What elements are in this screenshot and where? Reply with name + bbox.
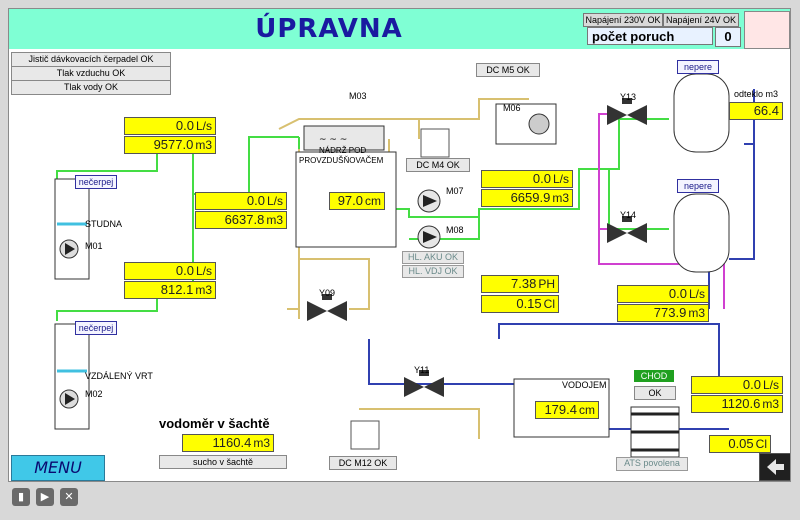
vrt-label: VZDÁLENÝ VRT [85,371,153,381]
status-tlak-vzduchu: Tlak vzduchu OK [11,66,171,81]
back-button[interactable] [759,453,790,481]
y11-label: Y11 [414,365,430,375]
alarm-indicator [744,11,790,49]
valve-y09[interactable] [307,294,347,321]
ats-pumps [630,406,680,458]
dc-m4-status: DC M4 OK [406,158,470,172]
scada-screen: ~ ~ ~ [8,8,791,482]
vodojem-label: VODOJEM [562,380,607,390]
dc-m12-status: DC M12 OK [329,456,397,470]
y14-label: Y14 [620,210,637,220]
m07-label: M07 [446,186,464,196]
well-studna [54,178,90,280]
hl-aku-status: HL. AKU OK [402,251,464,264]
play-icon[interactable]: ▶ [36,488,54,506]
chod-indicator: CHOD [634,370,674,382]
pump-m08[interactable] [417,225,441,249]
filter-1-status[interactable]: nepere [677,60,719,74]
dc-m5-status: DC M5 OK [476,63,540,77]
m03-label: M03 [349,91,367,101]
filter-tank-2 [673,193,730,273]
odteklo-label: odteklo m3 [734,89,779,99]
dosing-m4 [420,128,450,158]
process-diagram: ~ ~ ~ [54,73,755,458]
back-arrow-icon [767,459,784,475]
filter-tank-1 [673,73,730,153]
tank-1-label-line2: PROVZDUŠŇOVAČEM [299,156,384,165]
valve-y11[interactable] [404,370,444,397]
studna-stop-button[interactable]: nečerpej [75,175,117,189]
chod-ok-status: OK [634,386,676,400]
pin-icon[interactable]: ▮ [12,488,30,506]
ats-status: ATS povolena [616,457,688,471]
filter-2-status[interactable]: nepere [677,179,719,193]
pump-m01-label: M01 [85,241,103,251]
valve-y13[interactable] [607,98,647,125]
hl-vdj-status: HL. VDJ OK [402,265,464,278]
m08-label: M08 [446,225,464,235]
y09-label: Y09 [319,288,336,298]
status-jistic: Jistič dávkovacích čerpadel OK [11,52,171,67]
power-230-status: Napájení 230V OK [583,13,663,27]
vodomer-title: vodoměr v šachtě [159,416,270,431]
status-tlak-vody: Tlak vody OK [11,80,171,95]
tank-1-label-line1: NÁDRŽ POD [319,146,367,155]
pump-m07[interactable] [417,189,441,213]
m06-label: M06 [503,103,521,113]
odteklo-value: 66.4 [729,102,783,120]
fault-count-label: počet poruch [587,27,713,45]
fault-count-value: 0 [715,27,741,47]
close-icon[interactable]: ✕ [60,488,78,506]
menu-button[interactable]: MENU [11,455,105,481]
pump-m06[interactable] [495,103,557,145]
y13-label: Y13 [620,92,637,102]
pump-m02-label: M02 [85,389,103,399]
power-24-status: Napájení 24V OK [663,13,739,27]
vodomer-status: sucho v šachtě [159,455,287,469]
dosing-m12 [350,420,380,450]
valve-y14[interactable] [607,216,647,243]
tank-nadrz: ~ ~ ~ [295,125,397,248]
vrt-stop-button[interactable]: nečerpej [75,321,117,335]
studna-label: STUDNA [85,219,123,229]
page-title: ÚPRAVNA [255,14,403,44]
svg-text:~ ~ ~: ~ ~ ~ [319,135,347,145]
well-vrt [54,323,90,430]
